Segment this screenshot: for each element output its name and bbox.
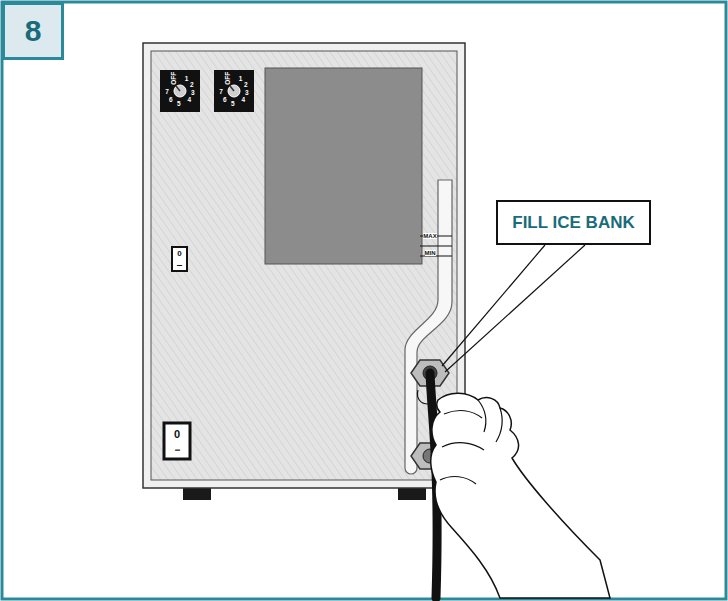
knob-scale: 5 (177, 101, 181, 108)
knob-scale: 7 (219, 89, 223, 96)
front-panel (151, 51, 457, 480)
level-mark: MAX (423, 233, 436, 239)
leader-line (442, 245, 545, 366)
knob-scale: 3 (245, 90, 249, 97)
step-number: 8 (25, 14, 42, 48)
mark (420, 246, 452, 247)
thumb (417, 390, 428, 404)
callout-box: FILL ICE BANK (496, 200, 651, 245)
knob-pointer (176, 86, 180, 91)
knob-scale: 3 (191, 90, 195, 97)
knob-scale: 5 (231, 101, 235, 108)
knob-scale: 6 (223, 97, 227, 104)
small-switch (172, 247, 187, 271)
level-mark: MIN (425, 250, 436, 256)
switch-symbol: I (173, 449, 181, 451)
knob (174, 85, 186, 97)
knob-scale: 4 (187, 97, 191, 104)
knob-scale: 1 (185, 76, 189, 83)
callout-text: FILL ICE BANK (512, 213, 634, 233)
knob-scale: 2 (190, 82, 194, 89)
hand (431, 393, 610, 598)
knob-scale: 1 (239, 76, 243, 83)
step-number-box: 8 (2, 2, 64, 60)
knob (228, 85, 240, 97)
knob-plate (214, 70, 254, 112)
knob-scale: 4 (241, 97, 245, 104)
finger-lines (440, 400, 502, 484)
knob-pointer (230, 86, 234, 91)
switch-symbol: 0 (174, 429, 180, 440)
switch-symbol: 0 (177, 250, 181, 258)
leader-line (445, 245, 585, 372)
knob-scale: 6 (169, 97, 173, 104)
switch-symbol: I (176, 264, 183, 266)
knob-scale: OFF (225, 72, 232, 85)
main-switch (164, 423, 190, 459)
knob-scale: 7 (165, 89, 169, 96)
housing (143, 43, 465, 488)
knob-plate (160, 70, 200, 112)
display-panel (265, 68, 422, 264)
knob-scale: OFF (171, 72, 178, 85)
knob-scale: 2 (244, 82, 248, 89)
